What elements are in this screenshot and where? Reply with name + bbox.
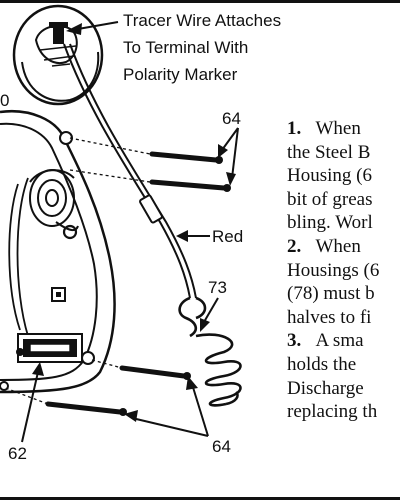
screw-lower-1 <box>119 365 191 380</box>
assembly-instructions: 1. When the Steel B Housing (6 bit of gr… <box>287 117 400 500</box>
screws-upper-arrow-2 <box>226 172 236 186</box>
step-1-text-line-1: When <box>315 118 361 139</box>
tracer-wire-label-line-2: To Terminal With <box>123 38 248 57</box>
housing-half <box>0 109 116 394</box>
screws-lower-leader <box>131 383 209 437</box>
cord-label: 73 <box>208 278 227 297</box>
step-1-line-1: 1. When <box>287 117 400 141</box>
wire-connector <box>139 194 163 224</box>
small-screw-left <box>0 381 9 391</box>
screws-lower-label: 64 <box>212 437 231 456</box>
part-cut-label: 0 <box>0 91 9 110</box>
screws-lower-arrow-2 <box>124 410 138 422</box>
screws-upper-leader <box>221 127 239 179</box>
tracer-wire-leader <box>66 21 119 35</box>
step-2-line-1: 2. When <box>287 235 400 259</box>
cord-leader <box>203 297 219 323</box>
step-2-line-3: (78) must b <box>287 283 375 305</box>
cord-arrow <box>200 318 210 332</box>
switch-trigger <box>16 333 83 363</box>
screw-upper-1 <box>149 151 223 164</box>
screw-guide-lines-upper <box>69 137 151 183</box>
bottom-border <box>0 497 400 500</box>
step-2-line-2: Housings (6 <box>287 259 380 281</box>
step-3-line-1: 3. A sma <box>287 329 400 353</box>
coil-assembly <box>29 169 79 240</box>
step-1-line-4: bit of greas <box>287 188 373 210</box>
screws-upper-label: 64 <box>222 109 241 128</box>
step-1-line-5: bling. Worl <box>287 212 373 234</box>
screw-upper-2 <box>149 179 231 192</box>
step-2-number: 2. <box>287 235 302 257</box>
step-1-line-2: the Steel B <box>287 141 371 163</box>
part-62-arrow <box>32 362 44 376</box>
step-3-text-line-1: A sma <box>315 330 364 352</box>
part-62-leader <box>21 371 39 443</box>
tracer-wire-label-line-1: Tracer Wire Attaches <box>123 11 281 30</box>
housing-boss-bottom <box>81 351 95 365</box>
screws-lower-arrow-1 <box>186 376 198 390</box>
step-3-number: 3. <box>287 330 302 352</box>
screw-lower-2 <box>45 401 127 416</box>
red-wire-label: Red <box>212 227 243 246</box>
step-1-line-3: Housing (6 <box>287 165 372 187</box>
housing-clip <box>51 287 66 302</box>
step-2-text-line-1: When <box>315 235 361 257</box>
tracer-wire-label-line-3: Polarity Marker <box>123 65 238 84</box>
screws-upper-arrow-1 <box>218 144 228 158</box>
step-1-number: 1. <box>287 118 302 139</box>
terminal-screw <box>49 22 68 44</box>
step-3-line-3: Discharge <box>287 377 364 399</box>
red-wire-arrow <box>176 230 188 242</box>
part-62-label: 62 <box>8 444 27 463</box>
step-3-line-4: replacing th <box>287 401 378 423</box>
step-3-line-2: holds the <box>287 353 357 375</box>
top-border <box>0 0 400 3</box>
step-2-line-4: halves to fi <box>287 306 372 328</box>
coiled-cord <box>178 296 242 407</box>
